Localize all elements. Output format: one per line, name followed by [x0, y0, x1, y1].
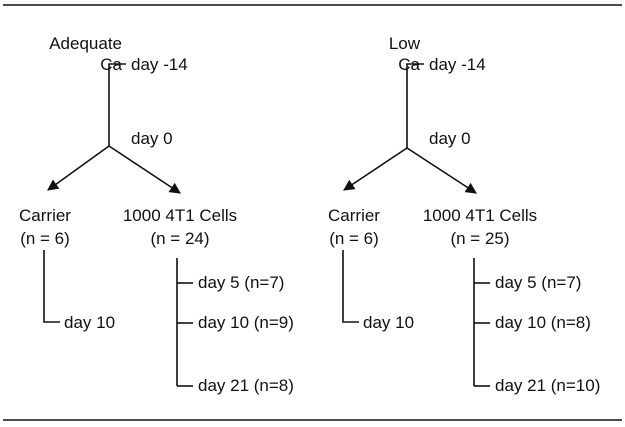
carrier-n-right: (n = 6) — [329, 229, 379, 248]
group-label-left-line1: Adequate — [49, 34, 122, 53]
panel-left-lines — [43, 63, 193, 387]
group-label-right-line1: Low — [388, 34, 420, 53]
start-day-left: day -14 — [131, 55, 188, 74]
carrier-name-right: Carrier — [328, 206, 380, 225]
group-label-right-line2: Ca — [398, 55, 420, 74]
cells-name-right: 1000 4T1 Cells — [422, 206, 538, 225]
cells-endpoint-left-1: day 5 (n=7) — [198, 273, 285, 292]
start-day-right: day -14 — [429, 55, 486, 74]
timeline-right — [406, 63, 424, 148]
cells-endpoint-right-2: day 10 (n=8) — [495, 313, 591, 332]
timeline-left — [108, 63, 126, 146]
cells-n-right: (n = 25) — [450, 229, 510, 248]
split-day-left: day 0 — [131, 129, 173, 148]
carrier-endpoint-right: day 10 — [363, 313, 415, 332]
arrow-right-cells — [406, 147, 477, 194]
cells-endpoint-right-3: day 21 (n=10) — [495, 376, 601, 395]
cells-endpoint-left-2: day 10 (n=9) — [198, 313, 294, 332]
cells-name-left: 1000 4T1 Cells — [122, 206, 238, 225]
cells-n-left: (n = 24) — [150, 229, 210, 248]
group-label-left-line2: Ca — [100, 55, 122, 74]
carrier-n-left: (n = 6) — [20, 229, 70, 248]
panel-right-lines — [342, 63, 490, 387]
arrow-left-cells — [108, 145, 181, 194]
carrier-name-left: Carrier — [19, 206, 71, 225]
arrow-right-carrier — [343, 147, 408, 191]
split-day-right: day 0 — [429, 129, 471, 148]
arrow-left-carrier — [47, 145, 110, 191]
cells-endpoint-right-1: day 5 (n=7) — [495, 273, 582, 292]
carrier-branch-right — [342, 250, 359, 323]
carrier-branch-left — [43, 250, 60, 323]
carrier-endpoint-left: day 10 — [64, 313, 116, 332]
cells-endpoint-left-3: day 21 (n=8) — [198, 376, 294, 395]
